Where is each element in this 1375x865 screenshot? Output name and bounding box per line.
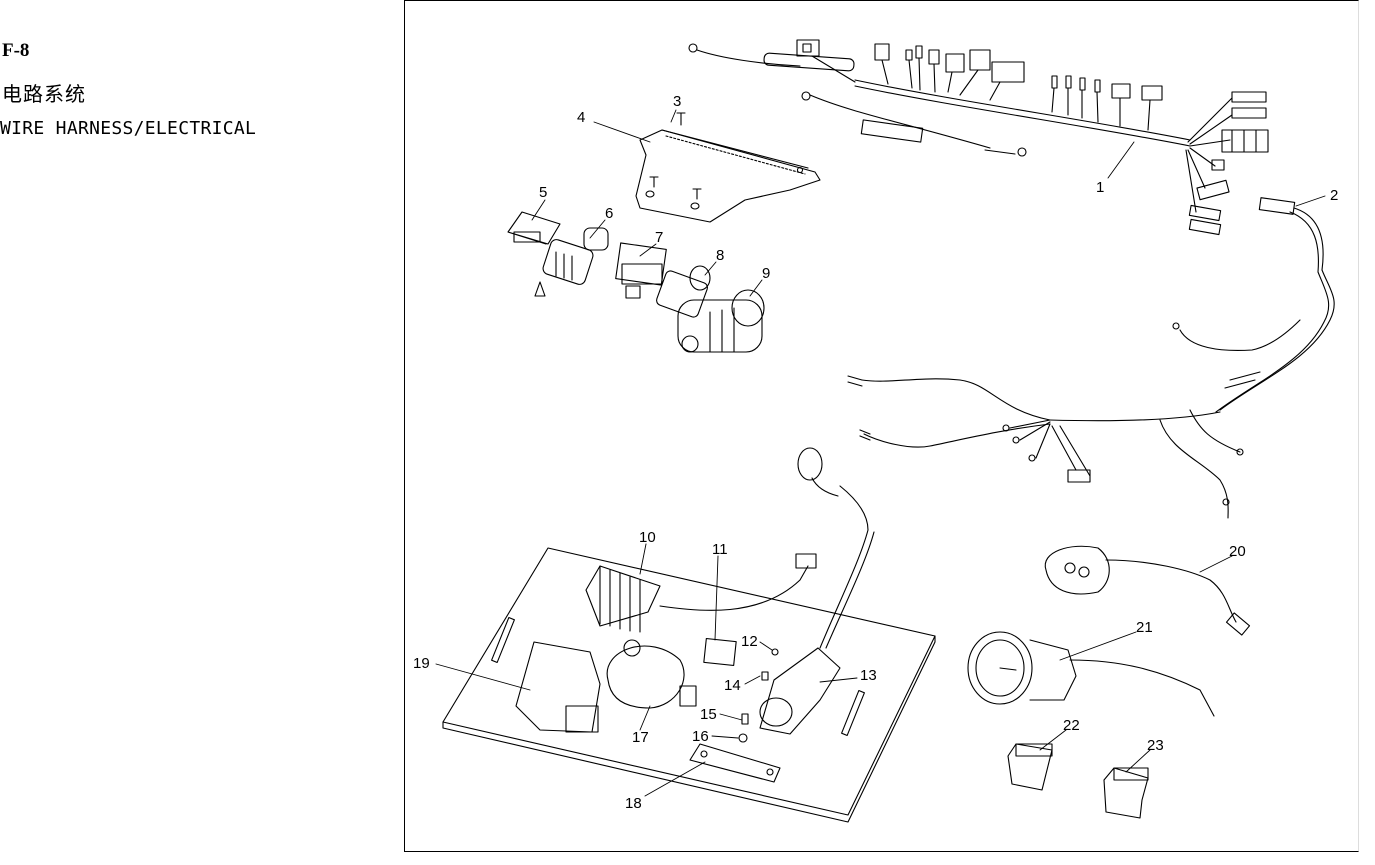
callout-13: 13: [860, 667, 877, 684]
callout-12: 12: [741, 633, 758, 650]
callout-6: 6: [605, 205, 613, 222]
callout-22: 22: [1063, 717, 1080, 734]
callout-7: 7: [655, 229, 663, 246]
callout-3: 3: [673, 93, 681, 110]
callout-21: 21: [1136, 619, 1153, 636]
callout-16: 16: [692, 728, 709, 745]
callout-18: 18: [625, 795, 642, 812]
main-wire-harness-part-1: [688, 39, 1269, 236]
exploded-parts-diagram: 1 2 3 4 5 6 7 8 9 10 11 12 13 14 15 16 1…: [413, 39, 1338, 823]
callout-leader-lines: [435, 109, 1326, 797]
callout-numbers: 1 2 3 4 5 6 7 8 9 10 11 12 13 14 15 16 1…: [413, 93, 1338, 812]
callout-17: 17: [632, 729, 649, 746]
callout-5: 5: [539, 184, 547, 201]
callout-1: 1: [1096, 179, 1104, 196]
callout-15: 15: [700, 706, 717, 723]
callout-19: 19: [413, 655, 430, 672]
callout-23: 23: [1147, 737, 1164, 754]
callout-4: 4: [577, 109, 585, 126]
title-chinese: 电路系统: [2, 82, 86, 106]
callout-2: 2: [1330, 187, 1338, 204]
callout-9: 9: [762, 265, 770, 282]
mounting-bracket-part-4: [635, 112, 821, 223]
callout-10: 10: [639, 529, 656, 546]
callout-14: 14: [724, 677, 741, 694]
side-wire-harness-part-2: [847, 197, 1335, 519]
base-plate-assembly: [442, 447, 936, 823]
callout-8: 8: [716, 247, 724, 264]
callout-20: 20: [1229, 543, 1246, 560]
switch-parts-5-to-9: [507, 211, 765, 353]
title-english: WIRE HARNESS/ELECTRICAL: [0, 118, 257, 139]
page-code: F-8: [2, 40, 30, 61]
gauges-and-switches-20-to-23: [967, 545, 1251, 819]
left-panel: F-8 电路系统 WIRE HARNESS/ELECTRICAL: [0, 0, 400, 865]
callout-11: 11: [712, 541, 728, 558]
